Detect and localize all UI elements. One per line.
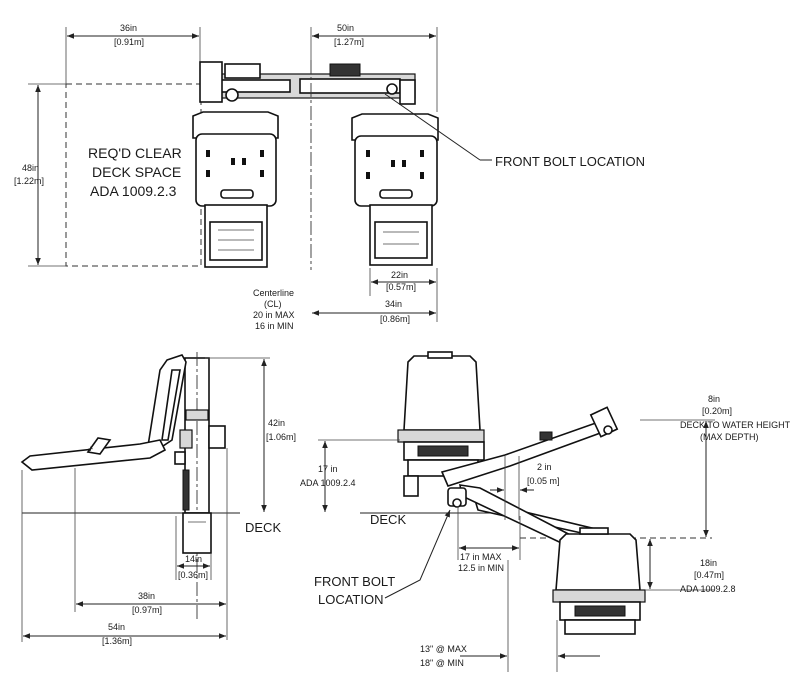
dim-2in-value: 2 in [537,462,552,472]
dim-18in-metric: [0.47m] [694,570,724,580]
deck-to-water-line1: DECK TO WATER HEIGHT [680,420,791,430]
side-view: DECK + 42in [1.06m] 14in [0.36m] 38i [20,352,296,646]
front-bolt-lift-line2: LOCATION [318,592,384,607]
seat-pan-side [20,439,167,471]
clear-space-line1: REQ'D CLEAR [88,145,182,161]
centerline-line1: Centerline [253,288,294,298]
dim-48in-metric: [1.22m] [14,176,44,186]
deck-label-side: DECK [245,520,281,535]
dim-8in-metric: [0.20m] [702,406,732,416]
dim-34in-value: 34in [385,299,402,309]
seat-upper [397,351,485,477]
dim-14in-metric: [0.36m] [178,570,208,580]
centerline-line2: (CL) [264,299,282,309]
front-bolt-leader-top [384,93,481,161]
clear-space-line2: DECK SPACE [92,164,181,180]
dim-50in-metric: [1.27m] [334,37,364,47]
dim-42in-value: 42in [268,418,285,428]
seat-offset-line1: 13" @ MAX [420,644,467,654]
dim-38in-metric: [0.97m] [132,605,162,615]
dim-22in-value: 22in [391,270,408,280]
dim-22in-metric: [0.57m] [386,282,416,292]
dim-48in-value: 48in [22,163,39,173]
dim-50in-value: 50in [337,23,354,33]
centerline-line4: 16 in MIN [255,321,294,331]
reach-line1: 17 in MAX [460,552,502,562]
top-view: REQ'D CLEAR DECK SPACE ADA 1009.2.3 36in… [14,23,645,331]
dim-14in-value: 14in [185,554,202,564]
dim-36in-metric: [0.91m] [114,37,144,47]
deck-to-water-line2: (MAX DEPTH) [700,432,759,442]
dim-54in-value: 54in [108,622,125,632]
front-bolt-lift-line1: FRONT BOLT [314,574,395,589]
dim-8in-value: 8in [708,394,720,404]
dim-42in-metric: [1.06m] [266,432,296,442]
dim-36in-value: 36in [120,23,137,33]
dim-54in-metric: [1.36m] [102,636,132,646]
svg-text:+: + [88,444,93,454]
front-bolt-label-top: FRONT BOLT LOCATION [495,154,645,169]
seat-top-right [351,113,439,266]
dim-34in-metric: [0.86m] [380,314,410,324]
lift-view: DECK [300,351,791,672]
deck-label-lift: DECK [370,512,406,527]
reach-line2: 12.5 in MIN [458,563,504,573]
seat-lower [552,527,646,635]
front-bolt-leader-lift [384,509,451,599]
clear-space-line3: ADA 1009.2.3 [90,183,177,199]
dim-38in-value: 38in [138,591,155,601]
dim-18in-ref: ADA 1009.2.8 [680,584,736,594]
centerline-line3: 20 in MAX [253,310,295,320]
seat-offset-line2: 18" @ MIN [420,658,464,668]
dim-17in-ref: ADA 1009.2.4 [300,478,356,488]
dim-2in-metric: [0.05 m] [527,476,560,486]
dim-17in-value: 17 in [318,464,338,474]
seat-top-left [192,111,279,268]
dim-18in-value: 18in [700,558,717,568]
